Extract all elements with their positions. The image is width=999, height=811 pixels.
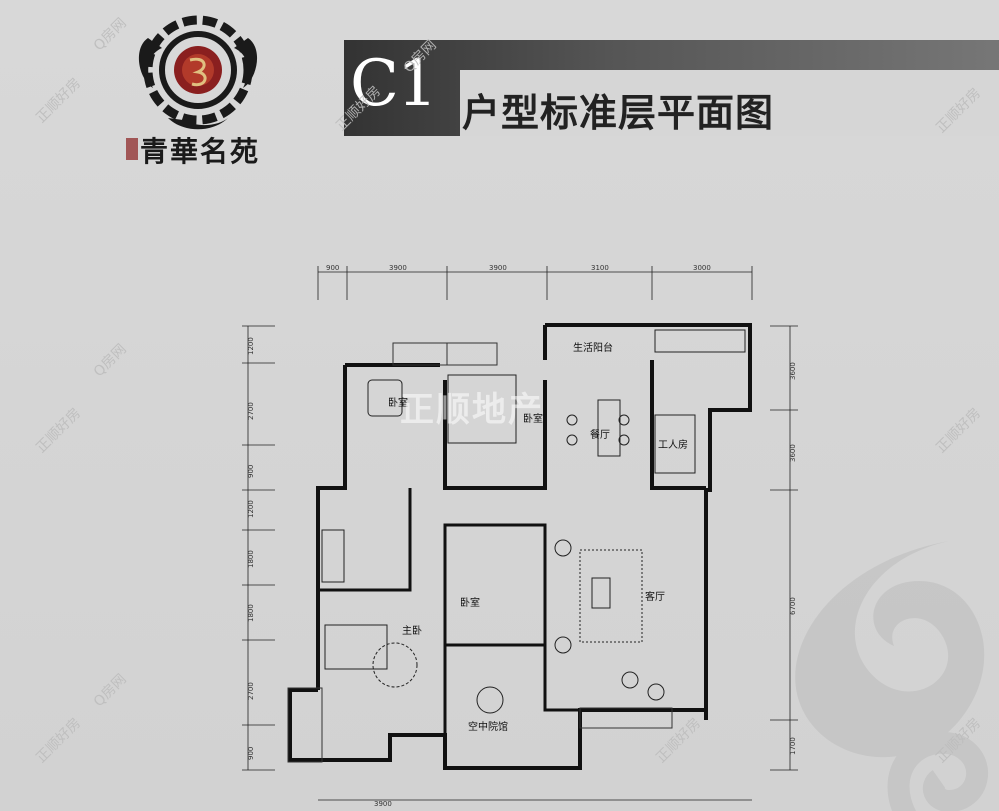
dim-top-3: 3900 (489, 264, 507, 272)
dim-right-3: 6700 (789, 597, 797, 615)
dimension-lines (242, 266, 798, 801)
page-title: 户型标准层平面图 (462, 91, 775, 135)
room-label-master: 主卧 (402, 624, 422, 637)
brand-logo (138, 15, 258, 130)
dim-top-4: 3100 (591, 264, 609, 272)
windows (287, 342, 673, 763)
room-label-bedroom-top-left: 卧室 (388, 396, 408, 409)
dim-left-2: 2700 (247, 402, 255, 420)
room-label-servant-room: 工人房 (658, 438, 688, 451)
swirl-ornament (795, 541, 988, 811)
dim-top-1: 900 (326, 264, 339, 272)
dim-left-1: 1200 (247, 337, 255, 355)
watermark-center: 正顺地产 (400, 390, 544, 430)
dim-right-1: 3600 (789, 362, 797, 380)
dim-left-8: 900 (247, 747, 255, 760)
dimension-labels: 900 3900 3900 3100 3000 3900 1200 2700 9… (247, 264, 797, 808)
unit-code: C1 (350, 47, 438, 121)
dim-left-5: 1800 (247, 550, 255, 568)
dim-right-4: 1700 (789, 737, 797, 755)
brand-name: 青華名苑 (140, 135, 261, 168)
walls (288, 323, 752, 770)
room-label-bedroom-mid: 卧室 (460, 596, 480, 609)
dim-top-5: 3000 (693, 264, 711, 272)
brand-seal (126, 138, 138, 160)
title-text-background (460, 70, 999, 136)
dim-top-2: 3900 (389, 264, 407, 272)
room-label-utility-balcony: 生活阳台 (573, 341, 613, 354)
dim-left-7: 2700 (247, 682, 255, 700)
room-label-dining: 餐厅 (590, 428, 610, 441)
room-label-sky-garden: 空中院馆 (468, 720, 508, 733)
dim-left-3: 900 (247, 465, 255, 478)
room-labels: 卧室 卧室 生活阳台 餐厅 工人房 卧室 客厅 主卧 空中院馆 (388, 341, 688, 733)
dim-bottom-1: 3900 (374, 800, 392, 808)
dim-left-6: 1800 (247, 604, 255, 622)
furniture (321, 329, 746, 714)
dim-right-2: 3600 (789, 444, 797, 462)
room-label-living: 客厅 (645, 590, 665, 603)
room-label-bedroom-top: 卧室 (523, 412, 543, 425)
dim-left-4: 1200 (247, 500, 255, 518)
